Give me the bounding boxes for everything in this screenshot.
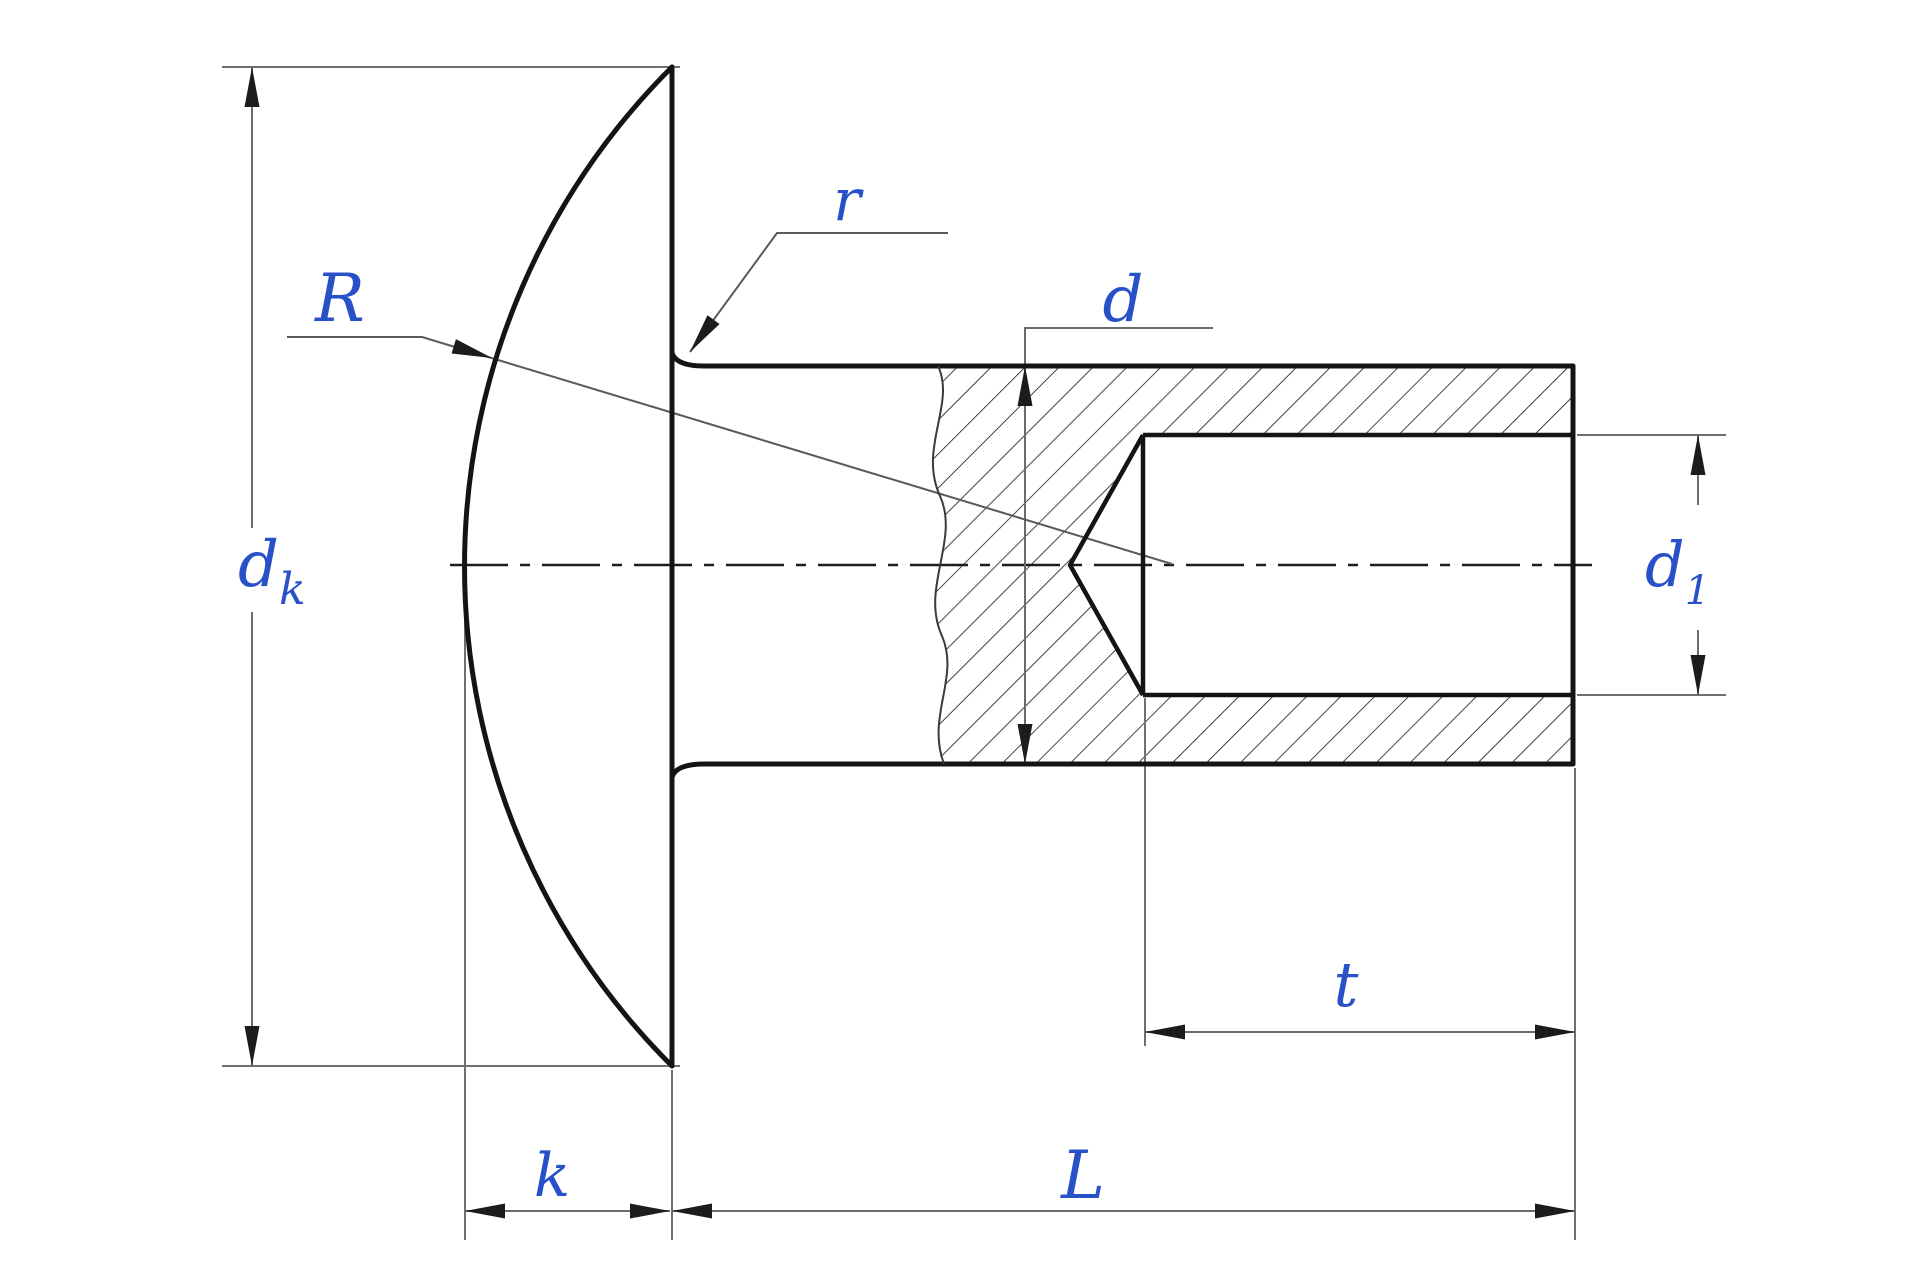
label-rivet-length: L <box>1060 1137 1105 1214</box>
drill-cone <box>1067 433 1145 697</box>
head-radius-leader <box>287 336 1173 565</box>
label-hole-diameter: d1 <box>1645 528 1710 614</box>
shank-bottom-edge <box>669 761 1576 780</box>
leader-lines <box>287 232 1173 565</box>
label-shank-diameter: d <box>1103 263 1144 337</box>
break-line <box>931 365 949 765</box>
label-hole-depth: t <box>1334 948 1359 1021</box>
shank-top-edge <box>669 350 1576 369</box>
dimension-arrows <box>244 67 1706 1219</box>
head-dome-arc <box>462 64 675 1069</box>
head-radius-arrow <box>451 339 492 358</box>
fillet-radius-arrow <box>690 315 720 352</box>
section-hatching <box>932 366 1573 764</box>
label-head-diameter: dk <box>238 528 306 615</box>
label-head-radius: R <box>314 260 365 337</box>
fillet-radius-leader <box>689 232 948 353</box>
label-head-height: k <box>534 1141 570 1211</box>
label-fillet-radius: r <box>833 166 864 234</box>
rivet-outline <box>462 64 1576 1069</box>
dimension-labels: dk R r d d1 t L k <box>238 166 1710 1214</box>
